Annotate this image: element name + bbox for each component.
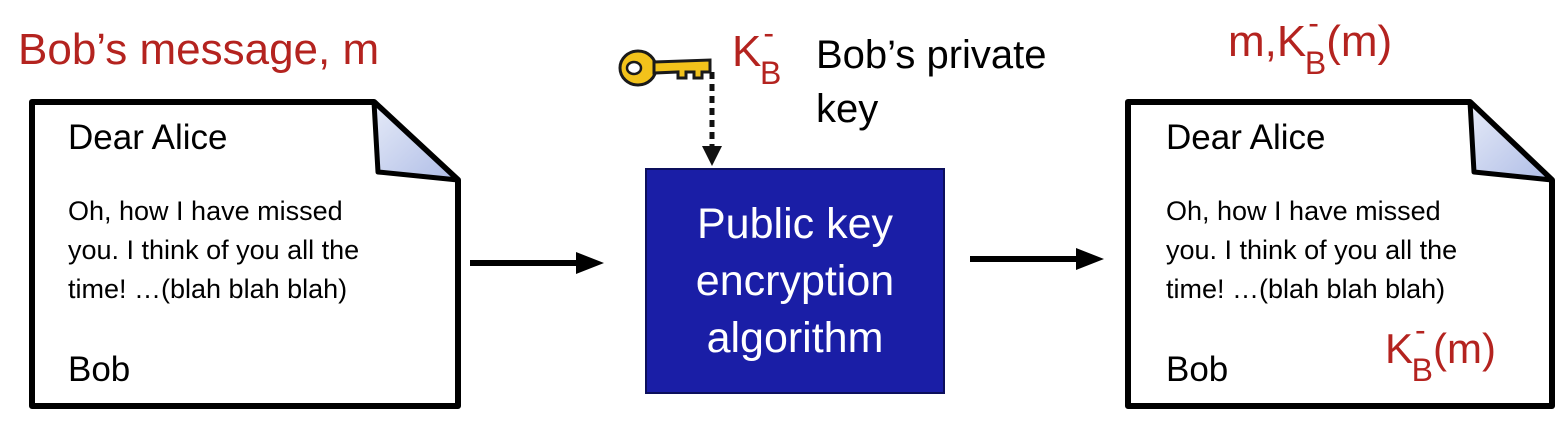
letter-body-line: time! …(blah blah blah): [68, 274, 348, 304]
sig-suffix: (m): [1433, 325, 1496, 372]
letter-body-line: Oh, how I have missed: [68, 196, 343, 226]
digital-signature-label: K- B(m): [1385, 314, 1496, 386]
letter-greeting: Dear Alice: [68, 118, 228, 157]
key-symbol-sup: -: [763, 15, 775, 51]
document-page-icon: [29, 99, 461, 409]
letter-greeting: Dear Alice: [1166, 118, 1326, 157]
letter-body: Oh, how I have missed you. I think of yo…: [1166, 192, 1457, 309]
sig-sub: B: [1411, 352, 1434, 388]
private-key-description: Bob’s private key: [816, 28, 1047, 136]
encryption-algorithm-box: Public key encryption algorithm: [645, 168, 945, 394]
key-symbol-sub: B: [760, 55, 782, 91]
key-symbol-main: K: [732, 27, 762, 76]
algorithm-line3: algorithm: [706, 313, 884, 362]
algorithm-line1: Public key: [697, 199, 893, 248]
right-title-prefix: m,K: [1228, 17, 1307, 66]
document-page-icon: [1125, 99, 1555, 409]
letter-body: Oh, how I have missed you. I think of yo…: [68, 192, 359, 309]
arrow-to-algorithm: [470, 252, 604, 274]
private-key-symbol: K- B: [732, 17, 781, 89]
letter-body-line: you. I think of you all the: [68, 235, 360, 265]
sig-sup: -: [1415, 312, 1426, 348]
dotted-arrow: [702, 72, 722, 166]
letter-signature: Bob: [1166, 350, 1229, 389]
letter-signature: Bob: [68, 350, 131, 389]
right-signed-document: Dear Alice Oh, how I have missed you. I …: [1124, 96, 1558, 416]
key-desc-line1: Bob’s private: [816, 33, 1047, 77]
left-title: Bob’s message, m: [18, 25, 380, 74]
right-title-sup: -: [1308, 5, 1319, 41]
key-desc-line2: key: [816, 87, 879, 131]
arrow-from-algorithm: [970, 248, 1104, 270]
letter-body-line: you. I think of you all the: [1166, 235, 1458, 265]
algorithm-line2: encryption: [695, 256, 895, 305]
left-message-document: Dear Alice Oh, how I have missed you. I …: [28, 96, 463, 416]
letter-body-line: Oh, how I have missed: [1166, 196, 1441, 226]
sig-main: K: [1385, 325, 1414, 372]
right-title-suffix: (m): [1326, 17, 1393, 66]
right-title-sub: B: [1304, 45, 1327, 81]
right-title: m,K- B(m): [1228, 7, 1393, 79]
letter-body-line: time! …(blah blah blah): [1166, 274, 1446, 304]
